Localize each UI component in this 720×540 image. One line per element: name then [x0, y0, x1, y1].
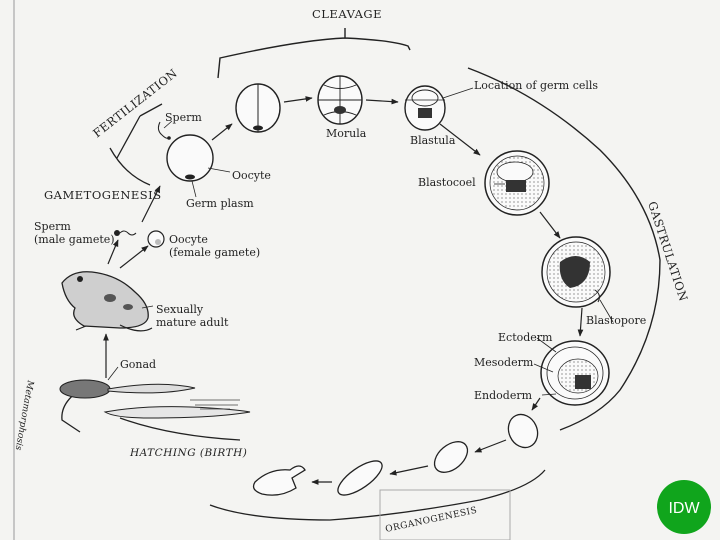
- blastocoel-label: Blastocoel: [418, 176, 476, 189]
- gastrulation-title: GASTRULATION: [645, 200, 691, 304]
- male-gamete-label: (male gamete): [34, 233, 115, 246]
- gametogenesis-title: GAMETOGENESIS: [44, 188, 162, 202]
- neurula-embryo: [507, 413, 539, 449]
- germ-plasm-label: Germ plasm: [186, 197, 254, 210]
- fertilization-bracket: [109, 103, 163, 186]
- adult-label-line1: Sexually: [156, 303, 204, 316]
- organogenesis-title: ORGANOGENESIS: [385, 506, 479, 535]
- adult-label-line2: mature adult: [156, 316, 229, 329]
- fertilized-egg: [166, 134, 214, 182]
- blastula-label: Blastula: [410, 134, 456, 147]
- two-cell-embryo: [235, 83, 281, 133]
- cycle-arrows: [103, 96, 584, 485]
- organogenesis-box: [379, 489, 511, 540]
- early-tadpole-embryo: [337, 460, 383, 496]
- sperm-label: Sperm: [165, 111, 202, 124]
- organogenesis-bracket: [209, 469, 546, 521]
- tailbud-embryo: [433, 441, 469, 473]
- blastula-embryo: [404, 85, 446, 131]
- tadpole: [59, 379, 196, 399]
- morula-embryo: [317, 75, 363, 125]
- young-tadpole: [103, 399, 251, 419]
- blastopore-label: Blastopore: [586, 314, 646, 327]
- sperm-male-gamete: [114, 230, 137, 236]
- oocyte-female-label: Oocyte: [169, 233, 208, 246]
- cleavage-title: CLEAVAGE: [312, 7, 382, 21]
- oocyte-female-gamete: [147, 230, 165, 248]
- gonad-label: Gonad: [120, 358, 156, 371]
- fertilization-title: FERTILIZATION: [90, 66, 180, 141]
- mesoderm-label: Mesoderm: [474, 356, 534, 369]
- gastrulation-bracket: [467, 67, 661, 431]
- early-gastrula-embryo: [484, 150, 550, 216]
- cleavage-bracket: [217, 28, 411, 79]
- ectoderm-label: Ectoderm: [498, 331, 553, 344]
- location-germ-cells-label: Location of germ cells: [474, 79, 598, 92]
- hatched-tadpole: [252, 465, 306, 496]
- female-gamete-label: (female gamete): [169, 246, 260, 259]
- morula-label: Morula: [326, 127, 367, 140]
- hatching-bracket: [119, 417, 241, 441]
- oocyte-label: Oocyte: [232, 169, 271, 182]
- fertilizing-sperm: [157, 121, 171, 140]
- metamorphosis-title: Metamorphosis: [13, 378, 35, 451]
- hatching-title: HATCHING (BIRTH): [129, 447, 247, 459]
- adult-frog: [61, 271, 153, 332]
- label-leaders: [107, 87, 614, 396]
- endoderm-label: Endoderm: [474, 389, 533, 402]
- mid-gastrula-embryo: [541, 236, 611, 308]
- sperm-male-label: Sperm: [34, 220, 71, 233]
- idw-badge-text: IDW: [668, 500, 700, 517]
- idw-badge: IDW: [657, 480, 711, 534]
- late-gastrula-embryo: [540, 340, 610, 406]
